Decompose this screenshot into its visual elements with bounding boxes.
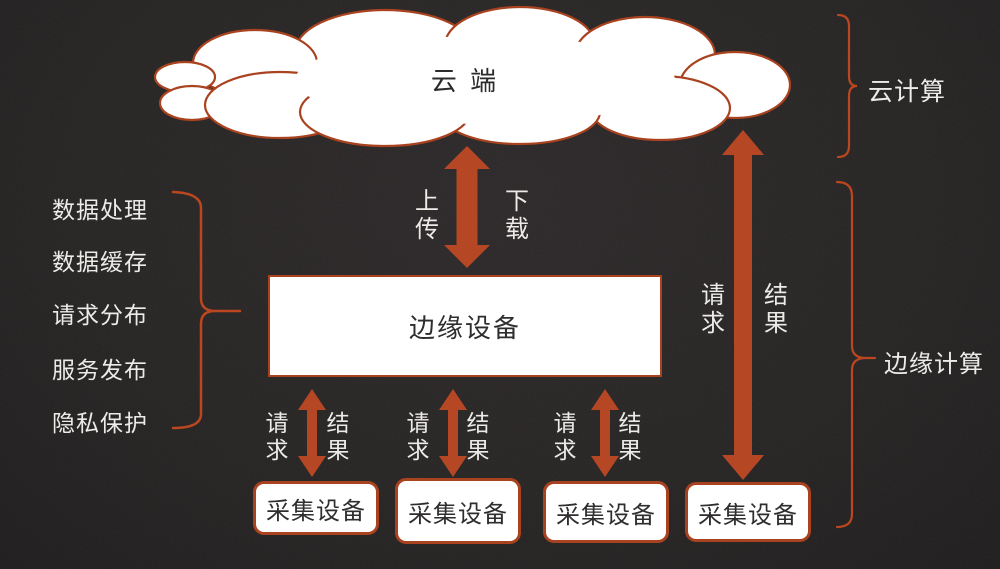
collection-device-box: 采集设备 — [685, 482, 811, 542]
feature-privacy-protection: 隐私保护 — [52, 410, 148, 436]
result-label: 结果 — [326, 410, 350, 463]
download-label: 下载 — [505, 188, 529, 243]
cloud-label: 云 端 — [430, 66, 500, 96]
feature-data-processing: 数据处理 — [52, 197, 148, 223]
edge-computing-brace-icon — [835, 180, 877, 529]
feature-service-publishing: 服务发布 — [52, 357, 148, 383]
collection-device-box: 采集设备 — [253, 481, 379, 535]
collection-device-label: 采集设备 — [698, 501, 798, 529]
request-label: 请求 — [265, 410, 289, 463]
cloud-shape — [153, 5, 792, 148]
request-result-arrow-icon — [722, 130, 764, 480]
request-label: 请求 — [701, 282, 725, 337]
upload-label: 上传 — [415, 188, 439, 243]
features-brace-icon — [171, 190, 242, 430]
edge-device-label: 边缘设备 — [408, 312, 521, 343]
collection-device-box: 采集设备 — [395, 478, 521, 544]
feature-data-caching: 数据缓存 — [52, 249, 148, 275]
cloud-computing-brace-icon — [836, 13, 858, 159]
collection-device-box: 采集设备 — [543, 481, 669, 543]
request-result-arrow-icon — [591, 389, 619, 477]
edge-device-box: 边缘设备 — [268, 275, 662, 377]
upload-download-arrow-icon — [444, 146, 490, 268]
request-label: 请求 — [553, 410, 577, 463]
request-result-arrow-icon — [439, 389, 467, 477]
edge-computing-label: 边缘计算 — [884, 351, 984, 378]
collection-device-label: 采集设备 — [556, 501, 656, 529]
request-result-arrow-icon — [298, 389, 326, 477]
collection-device-label: 采集设备 — [266, 497, 366, 525]
result-label: 结果 — [764, 282, 788, 337]
result-label: 结果 — [466, 410, 490, 463]
request-label: 请求 — [406, 410, 430, 463]
collection-device-label: 采集设备 — [408, 500, 508, 528]
feature-request-distribution: 请求分布 — [52, 302, 148, 328]
result-label: 结果 — [618, 410, 642, 463]
cloud-computing-label: 云计算 — [868, 78, 947, 106]
